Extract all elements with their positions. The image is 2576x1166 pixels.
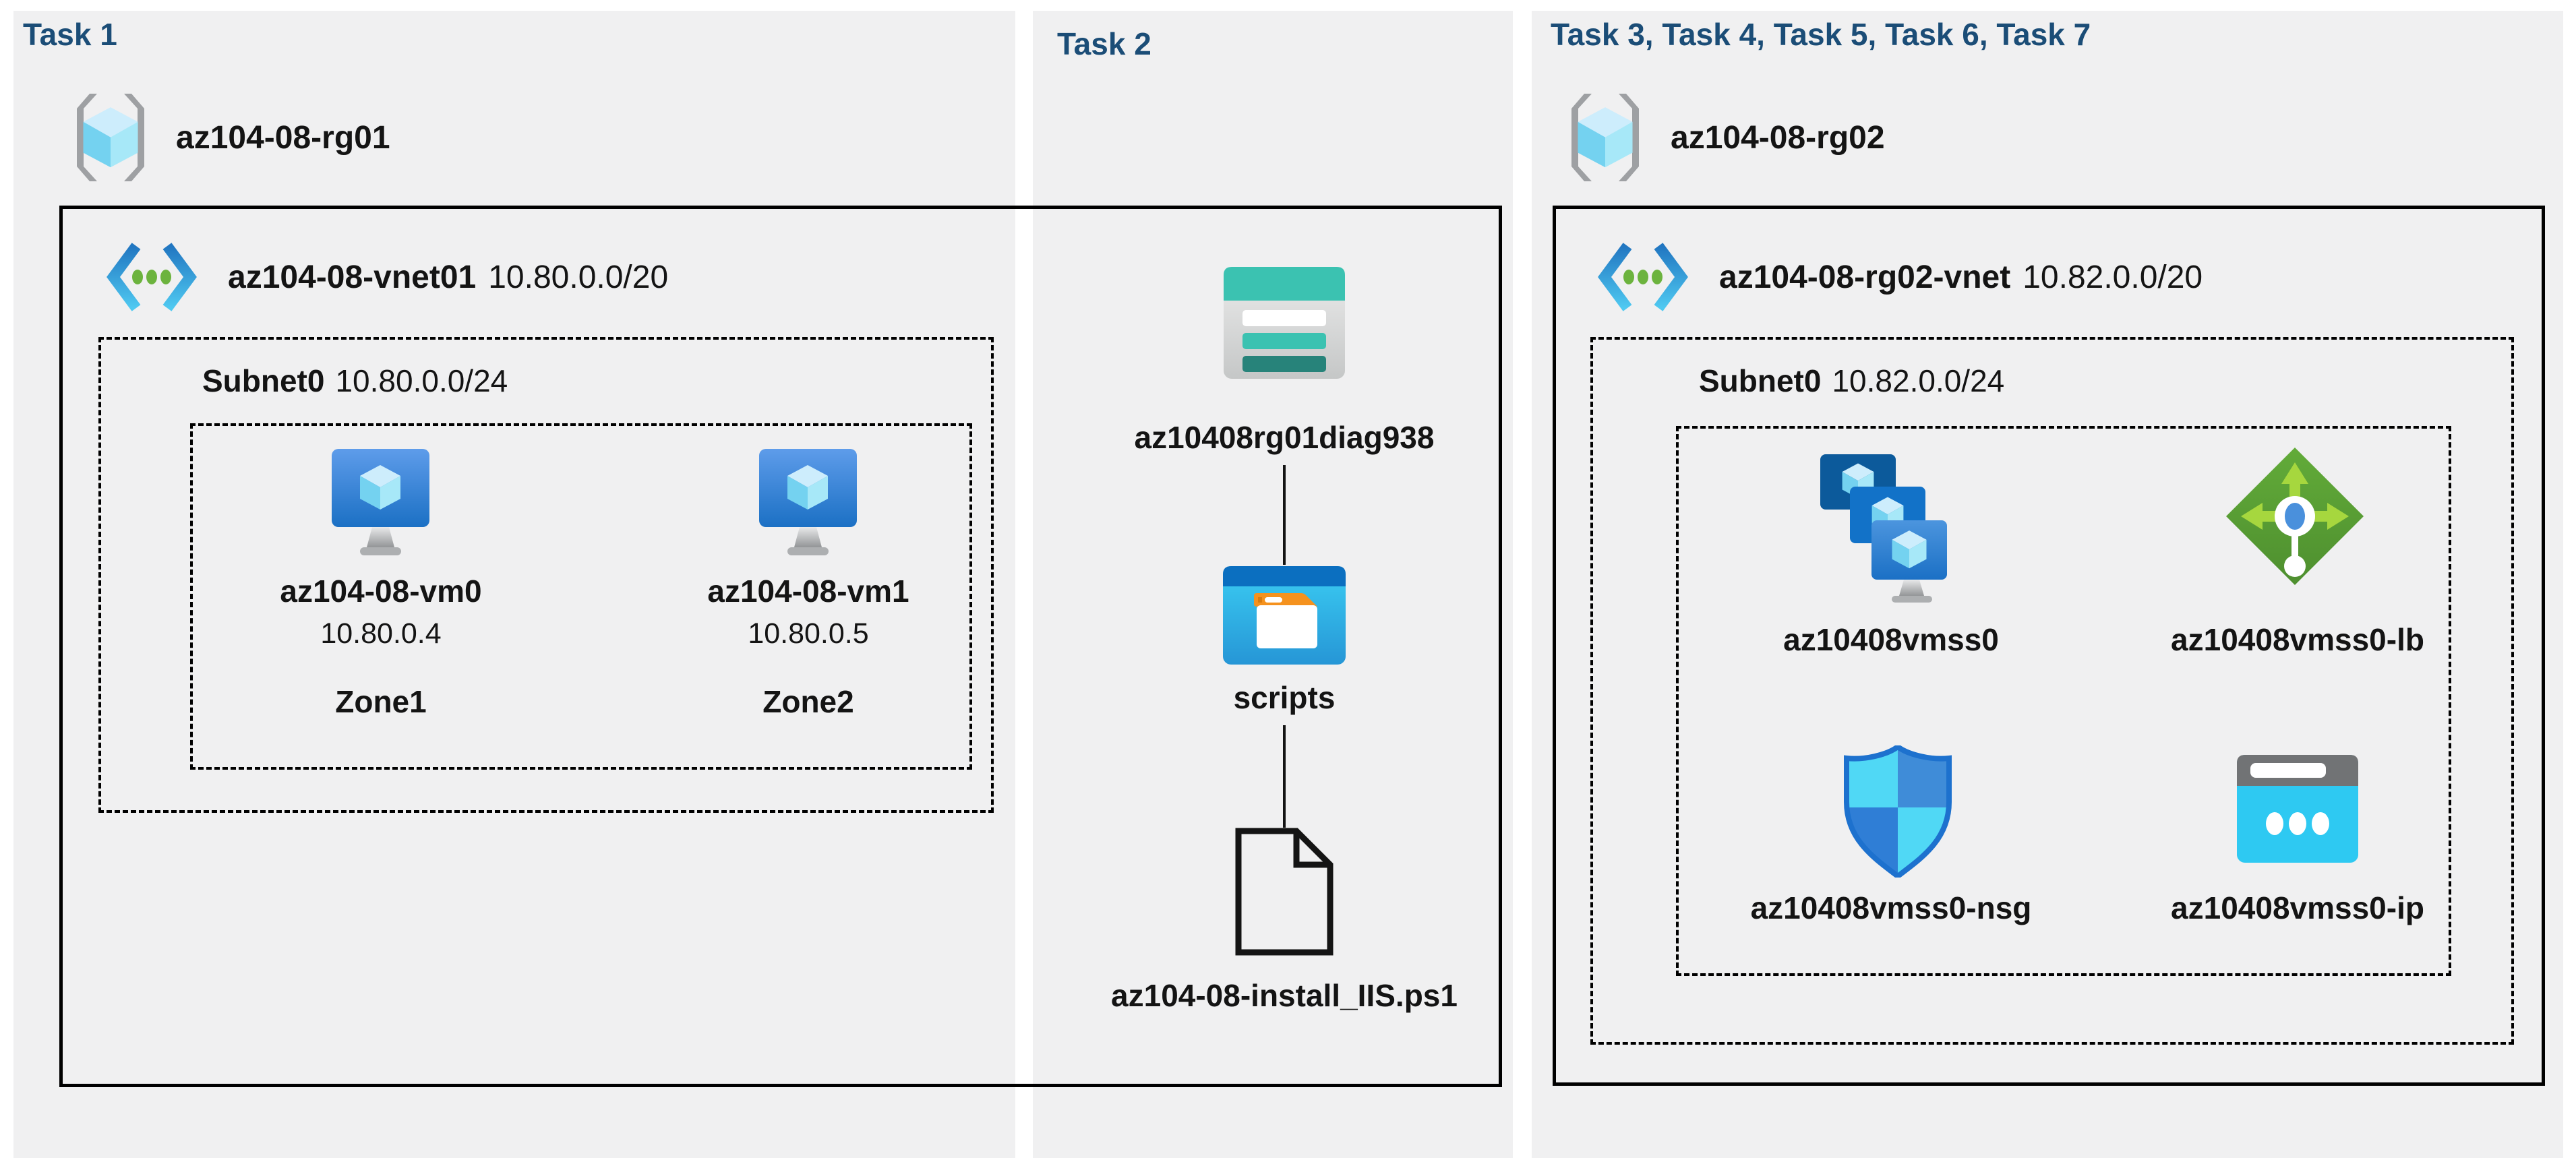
resource-group-icon [1571,94,1639,181]
load-balancer-label: az10408vmss0-lb [2171,622,2424,657]
task2-header: Task 2 [1057,26,1151,61]
vnet2-box [1553,206,2545,1086]
storage-account-icon [1224,267,1345,379]
nsg-label: az10408vmss0-nsg [1750,890,2032,925]
vm-name: az104-08-vm0 [280,574,482,609]
scripts-folder-icon [1223,566,1346,665]
vm-ip: 10.80.0.5 [748,617,869,650]
network-security-group-icon [1844,745,1952,878]
script-file-label: az104-08-install_IIS.ps1 [1111,978,1458,1013]
virtual-machine-icon [759,449,857,555]
storage-account-label: az10408rg01diag938 [1134,420,1435,455]
public-ip-label: az10408vmss0-ip [2171,890,2424,925]
scripts-folder-label: scripts [1233,680,1336,715]
connector-line [1283,725,1286,828]
resource-group-label: az104-08-rg02 [1671,119,1885,156]
resource-group-row-rg02: az104-08-rg02 [1565,93,1885,182]
resource-group-row-rg01: az104-08-rg01 [71,93,390,182]
vm-zone: Zone1 [335,684,427,719]
vm-name: az104-08-vm1 [707,574,909,609]
load-balancer-icon [2226,448,2364,585]
resource-group-icon [77,94,144,181]
vm-zone-box [190,423,972,770]
vm-scale-set-icon [1820,454,1947,603]
connector-line [1283,465,1286,565]
vm-ip: 10.80.0.4 [320,617,442,650]
vmss-label: az10408vmss0 [1783,622,1999,657]
task1-header: Task 1 [23,17,117,52]
resource-group-label: az104-08-rg01 [176,119,390,156]
virtual-machine-icon [332,449,429,555]
vm-zone: Zone2 [762,684,854,719]
task3-header: Task 3, Task 4, Task 5, Task 6, Task 7 [1551,17,2091,52]
virtual-network-icon [107,243,197,311]
subnet2-box [1590,337,2514,1045]
vnet1-box [59,206,1502,1087]
panel-task1 [13,11,1015,1158]
script-file-icon [1235,828,1334,956]
panel-task3 [1532,11,2563,1158]
virtual-network-icon [1598,243,1688,311]
vmss-resources-box [1676,426,2451,976]
subnet1-box [98,337,994,813]
public-ip-icon [2237,755,2358,863]
